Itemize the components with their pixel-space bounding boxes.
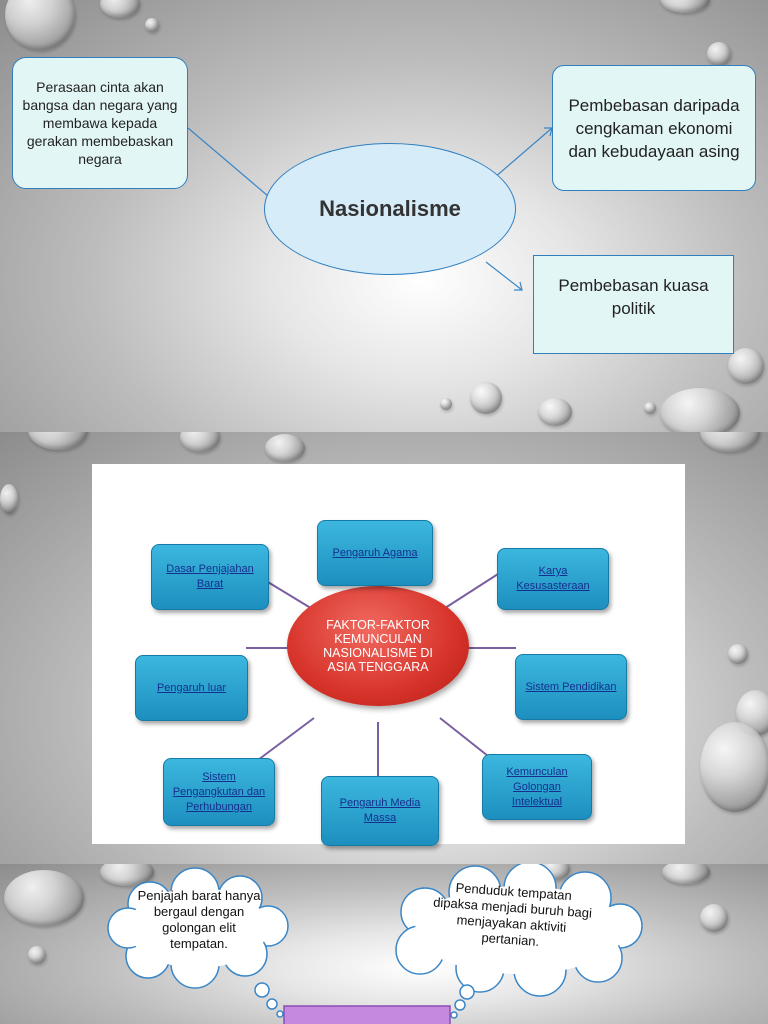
factor-label: Sistem Pendidikan xyxy=(525,680,617,693)
water-drop xyxy=(728,644,748,664)
connector-line xyxy=(187,127,269,197)
water-drop xyxy=(644,402,656,414)
definition-text: Perasaan cinta akan bangsa dan negara ya… xyxy=(22,79,178,167)
factor-label: Sistem Pengangkutan dan Perhubungan xyxy=(172,770,266,813)
water-drop xyxy=(662,864,710,884)
thought-clouds xyxy=(107,864,643,1024)
factor-sistem-pengangkutan[interactable]: Sistem Pengangkutan dan Perhubungan xyxy=(163,758,275,826)
thought-bubble xyxy=(450,1011,458,1019)
cloud-right-text: Penduduk tempatan dipaksa menjadi buruh … xyxy=(432,880,593,949)
water-drop xyxy=(100,0,140,18)
economic-liberation-text: Pembebasan daripada cengkaman ekonomi da… xyxy=(568,95,740,161)
water-drop xyxy=(700,904,728,932)
factor-label: Karya Kesusasteraan xyxy=(516,565,590,592)
factor-pengaruh-agama[interactable]: Pengaruh Agama xyxy=(317,520,433,586)
water-drop xyxy=(660,0,710,13)
thought-bubble xyxy=(266,998,278,1010)
water-drop xyxy=(0,484,18,514)
factor-connectors xyxy=(246,552,516,776)
water-drop xyxy=(470,382,502,414)
thought-bubble xyxy=(459,984,475,1000)
water-drop xyxy=(538,398,572,426)
cloud-left-text: Penjajah barat hanya bergaul dengan golo… xyxy=(137,888,261,951)
factor-connector xyxy=(257,717,315,761)
factor-sistem-pendidikan[interactable]: Sistem Pendidikan xyxy=(515,654,627,720)
factor-connector xyxy=(441,573,499,611)
thought-bubble xyxy=(454,999,466,1011)
thought-bubble xyxy=(254,982,270,998)
factor-label: Kemunculan Golongan Intelektual xyxy=(506,765,568,808)
water-drop xyxy=(728,348,764,384)
political-liberation-text: Pembebasan kuasa politik xyxy=(558,276,709,318)
slide-colonial-effects: Penjajah barat hanya bergaul dengan golo… xyxy=(0,864,768,1024)
factor-label: Pengaruh luar xyxy=(156,681,227,694)
factor-connector xyxy=(439,717,489,757)
factors-diagram-panel: FAKTOR-FAKTOR KEMUNCULAN NASIONALISME DI… xyxy=(92,464,685,846)
water-drop xyxy=(145,18,159,32)
political-liberation-box: Pembebasan kuasa politik xyxy=(533,255,734,354)
factor-label: Pengaruh Media Massa xyxy=(339,797,421,824)
cloud-right-body xyxy=(415,886,625,974)
factor-pengaruh-luar[interactable]: Pengaruh luar xyxy=(135,655,248,721)
factor-karya-kesusasteraan[interactable]: Karya Kesusasteraan xyxy=(497,548,609,610)
water-drop xyxy=(707,42,731,66)
water-drop xyxy=(700,722,768,812)
slide-factors: FAKTOR-FAKTOR KEMUNCULAN NASIONALISME DI… xyxy=(0,432,768,864)
cloud-left-body xyxy=(128,888,268,968)
factors-center-ellipse: FAKTOR-FAKTOR KEMUNCULAN NASIONALISME DI… xyxy=(287,586,469,706)
connector-line xyxy=(485,261,523,291)
nasionalisme-title: Nasionalisme xyxy=(319,196,461,221)
thought-bubble xyxy=(276,1010,284,1018)
nasionalisme-ellipse: Nasionalisme xyxy=(264,143,516,275)
water-drop xyxy=(28,432,88,450)
water-drop xyxy=(180,432,220,452)
water-drop xyxy=(265,434,305,462)
definition-box: Perasaan cinta akan bangsa dan negara ya… xyxy=(12,57,188,189)
water-drop xyxy=(700,432,760,452)
factor-pengaruh-media-massa[interactable]: Pengaruh Media Massa xyxy=(321,776,439,846)
factor-label: Dasar Penjajahan Barat xyxy=(166,563,254,590)
water-drop xyxy=(100,864,154,886)
factor-kemunculan-golongan-intelektual[interactable]: Kemunculan Golongan Intelektual xyxy=(482,754,592,820)
water-drop xyxy=(4,870,84,926)
connector-line xyxy=(493,127,553,179)
water-drop xyxy=(440,398,452,410)
water-drop xyxy=(28,946,46,964)
factor-dasar-penjajahan-barat[interactable]: Dasar Penjajahan Barat xyxy=(151,544,269,610)
factor-label: Pengaruh Agama xyxy=(332,546,418,559)
purple-banner xyxy=(283,1005,451,1024)
arrow-head xyxy=(514,281,523,291)
economic-liberation-box: Pembebasan daripada cengkaman ekonomi da… xyxy=(552,65,756,191)
water-drop xyxy=(660,388,740,432)
slide-nasionalisme-definition: Perasaan cinta akan bangsa dan negara ya… xyxy=(0,0,768,432)
factors-center-label: FAKTOR-FAKTOR KEMUNCULAN NASIONALISME DI… xyxy=(323,618,433,674)
